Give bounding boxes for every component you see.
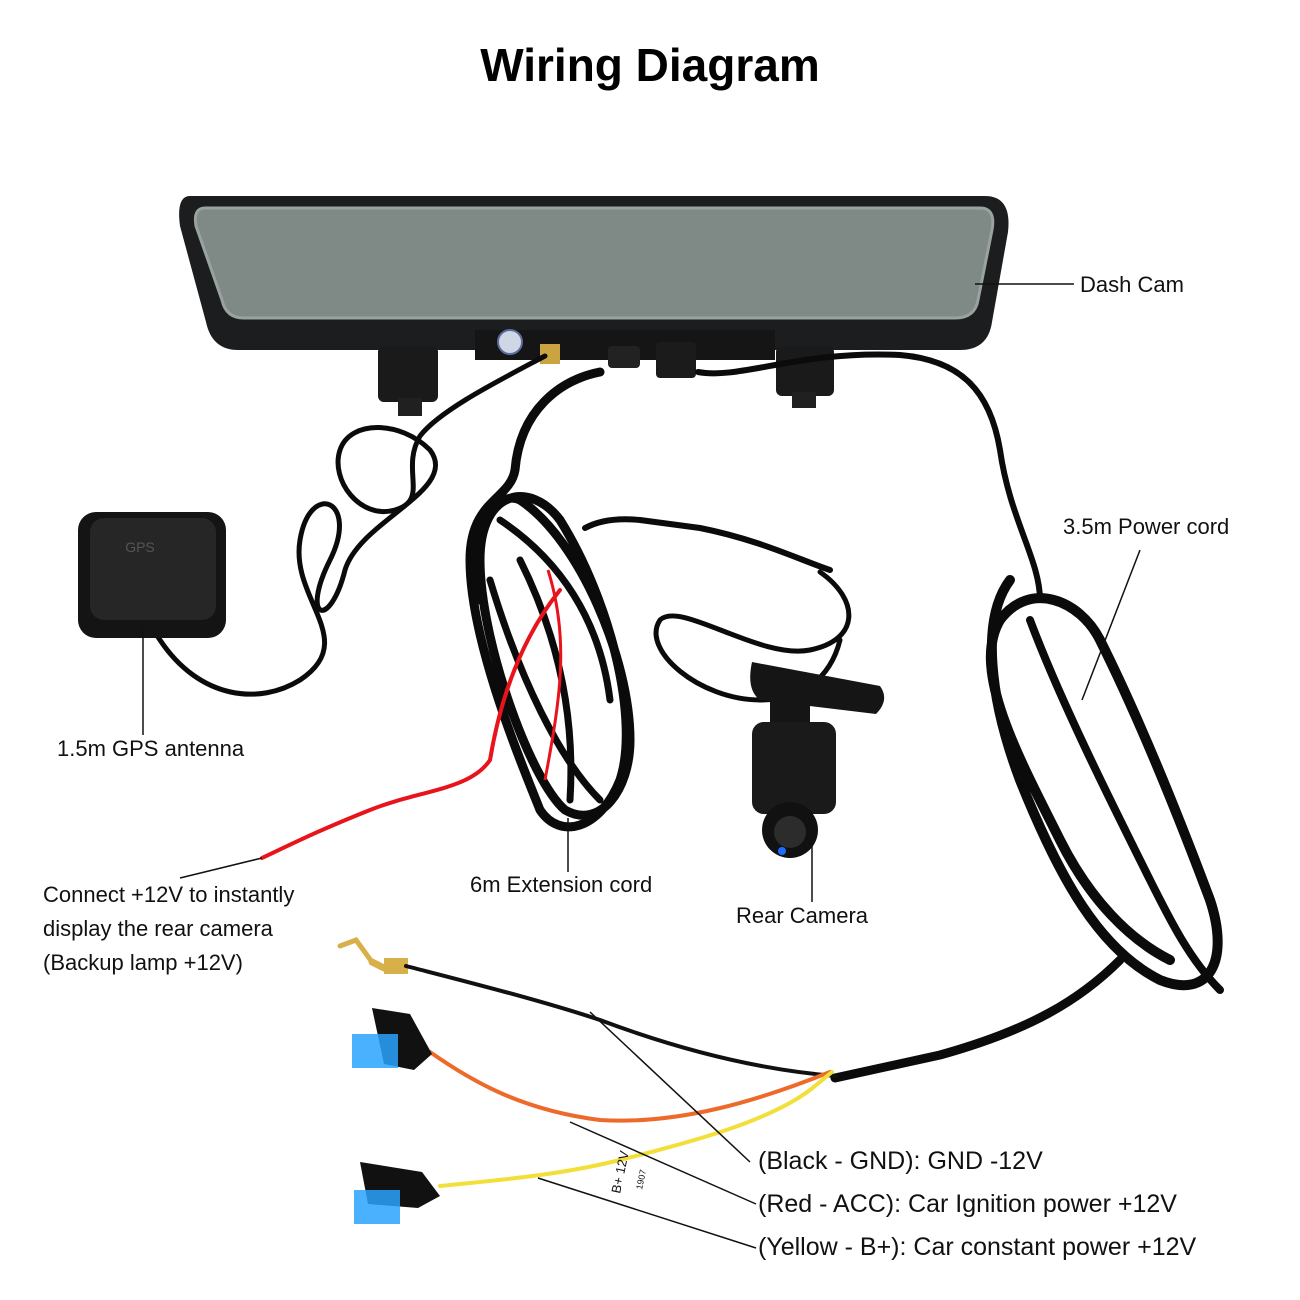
leader-power-cord [1081, 549, 1141, 701]
label-backup-line-3: (Backup lamp +12V) [43, 950, 243, 975]
leader-black [589, 1011, 751, 1163]
acc-wire [428, 1050, 832, 1123]
hardwire-harness [337, 936, 838, 1188]
ground-wire [404, 964, 838, 1078]
page-title: Wiring Diagram [480, 39, 820, 91]
dash-cam [179, 196, 1009, 416]
sensor-icon [497, 329, 523, 355]
rear-camera [750, 662, 885, 858]
label-gps-antenna: 1.5m GPS antenna [57, 736, 245, 761]
label-backup-line-1: Connect +12V to instantly [43, 882, 295, 907]
leader-yellow [537, 1177, 757, 1249]
power-cable [695, 351, 1043, 603]
leader-red [569, 1121, 757, 1205]
label-black-wire: (Black - GND): GND -12V [758, 1147, 1043, 1175]
gps-cable [147, 353, 548, 697]
label-yellow-wire: (Yellow - B+): Car constant power +12V [758, 1233, 1197, 1261]
fuse-tag-text: B+ 12V [608, 1149, 632, 1195]
label-backup-line-2: display the rear camera [43, 916, 273, 941]
fuse-tap-bplus [354, 1162, 440, 1224]
backup-trigger-wire [260, 588, 562, 860]
label-extension-cord: 6m Extension cord [470, 872, 653, 897]
label-power-cord: 3.5m Power cord [1063, 514, 1230, 539]
fuse-tap-acc [352, 1008, 432, 1070]
extension-cable [465, 367, 635, 832]
gps-antenna: GPS [78, 512, 226, 638]
bplus-wire [438, 1070, 834, 1188]
leader-backup [179, 857, 263, 879]
gps-logo: GPS [125, 539, 155, 555]
gps-connector [540, 344, 560, 364]
label-red-wire: (Red - ACC): Car Ignition power +12V [758, 1190, 1177, 1218]
leader-lines [142, 283, 1141, 1249]
label-dash-cam: Dash Cam [1080, 272, 1184, 297]
label-rear-camera: Rear Camera [736, 903, 869, 928]
fuse-tag-date: 1907 [634, 1169, 648, 1191]
